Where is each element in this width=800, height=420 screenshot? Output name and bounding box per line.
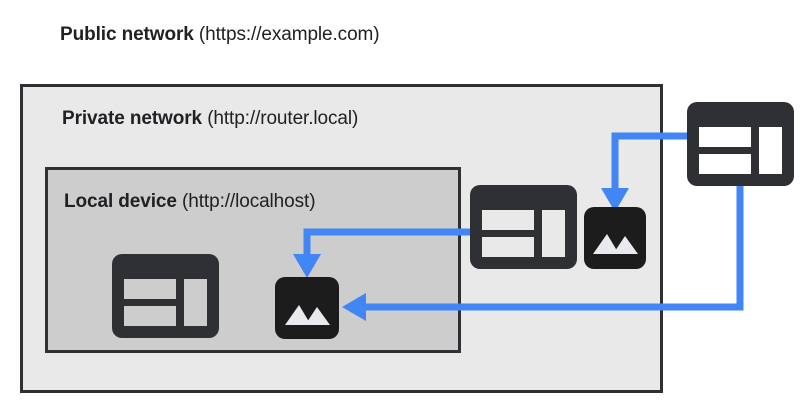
browser-window-icon bbox=[687, 102, 794, 186]
browser-window-icon bbox=[470, 185, 577, 269]
image-icon bbox=[275, 277, 339, 339]
browser-window-icon bbox=[112, 254, 219, 338]
private-network-label-url: (http://router.local) bbox=[207, 108, 359, 129]
public-network-label: Public network (https://example.com) bbox=[60, 24, 380, 46]
public-network-label-url: (https://example.com) bbox=[198, 24, 380, 45]
private-network-label: Private network (http://router.local) bbox=[62, 108, 358, 130]
private-network-label-strong: Private network bbox=[62, 108, 202, 129]
local-device-label-strong: Local device bbox=[64, 191, 177, 212]
public-network-label-strong: Public network bbox=[60, 24, 194, 45]
local-device-label-url: (http://localhost) bbox=[182, 191, 316, 212]
image-icon bbox=[584, 207, 646, 269]
local-device-label: Local device (http://localhost) bbox=[64, 191, 316, 213]
